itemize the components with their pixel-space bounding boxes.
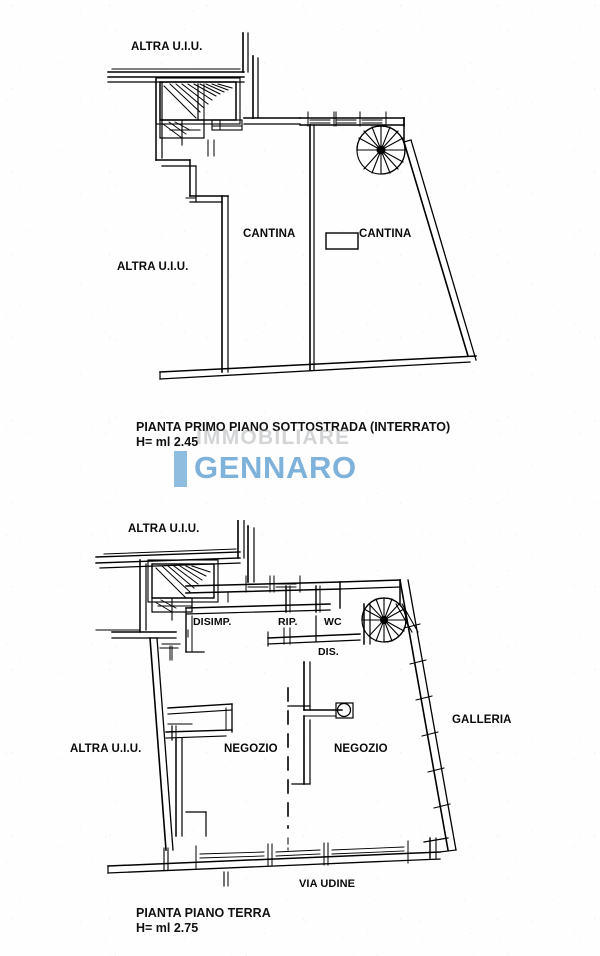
caption-ground: PIANTA PIANO TERRA H= ml 2.75: [136, 906, 271, 936]
label-negozio-left: NEGOZIO: [224, 743, 278, 755]
label-altra-uiu-left-ground: ALTRA U.I.U.: [70, 743, 142, 755]
label-wc: WC: [324, 616, 342, 628]
caption-basement-title: PIANTA PRIMO PIANO SOTTOSTRADA (INTERRAT…: [136, 420, 451, 434]
label-negozio-right: NEGOZIO: [334, 743, 388, 755]
ground-floor-plan-drawing: [95, 520, 457, 887]
caption-basement: PIANTA PRIMO PIANO SOTTOSTRADA (INTERRAT…: [136, 420, 450, 450]
watermark-gennaro-text: GENNARO: [194, 450, 357, 485]
basement-plan-drawing: [107, 32, 477, 380]
label-cantina-right: CANTINA: [359, 228, 412, 240]
label-ripostiglio: RIP.: [278, 616, 298, 628]
label-altra-uiu-left-basement: ALTRA U.I.U.: [117, 261, 189, 273]
label-altra-uiu-top-basement: ALTRA U.I.U.: [131, 41, 203, 53]
label-altra-uiu-top-ground: ALTRA U.I.U.: [128, 523, 200, 535]
label-via-udine: VIA UDINE: [299, 878, 356, 890]
label-disimpegno-secondary: DIS.: [318, 646, 339, 658]
caption-ground-title: PIANTA PIANO TERRA: [136, 906, 271, 920]
caption-ground-height: H= ml 2.75: [136, 921, 199, 935]
caption-basement-height: H= ml 2.45: [136, 435, 199, 449]
label-galleria: GALLERIA: [452, 714, 512, 726]
watermark-bar: [174, 451, 187, 487]
label-cantina-left: CANTINA: [243, 228, 296, 240]
label-disimpegno: DISIMP.: [193, 616, 232, 628]
